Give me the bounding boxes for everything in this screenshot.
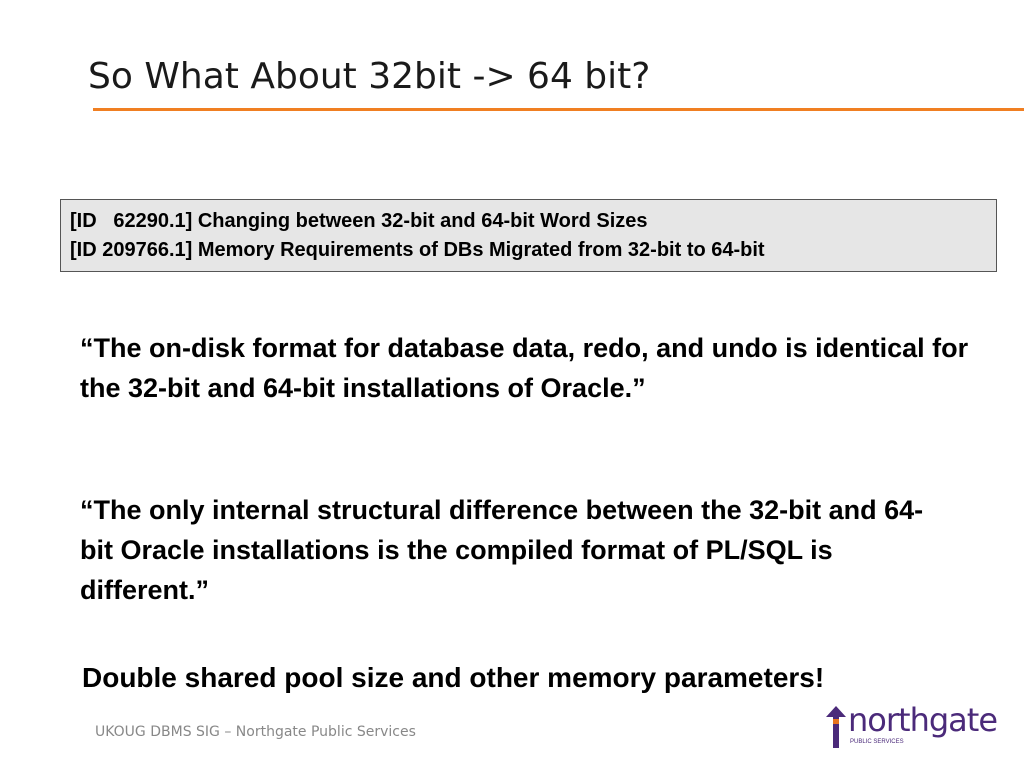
logo-subtitle: PUBLIC SERVICES: [850, 739, 904, 745]
conclusion-text: Double shared pool size and other memory…: [82, 662, 825, 693]
footer-text: UKOUG DBMS SIG – Northgate Public Servic…: [95, 724, 416, 740]
reference-line: [ID 62290.1] Changing between 32-bit and…: [70, 210, 648, 232]
quote-on-disk-format: “The on-disk format for database data, r…: [80, 333, 969, 403]
quote-structural-difference: “The only internal structural difference…: [80, 495, 924, 605]
arrow-up-icon: [826, 706, 846, 748]
title-underline: [93, 108, 1024, 111]
northgate-logo: northgate PUBLIC SERVICES: [823, 701, 998, 750]
slide-title: So What About 32bit -> 64 bit?: [88, 56, 651, 97]
reference-box: [ID 62290.1] Changing between 32-bit and…: [60, 199, 997, 272]
reference-line: [ID 209766.1] Memory Requirements of DBs…: [70, 239, 765, 261]
logo-wordmark: northgate: [848, 701, 998, 739]
